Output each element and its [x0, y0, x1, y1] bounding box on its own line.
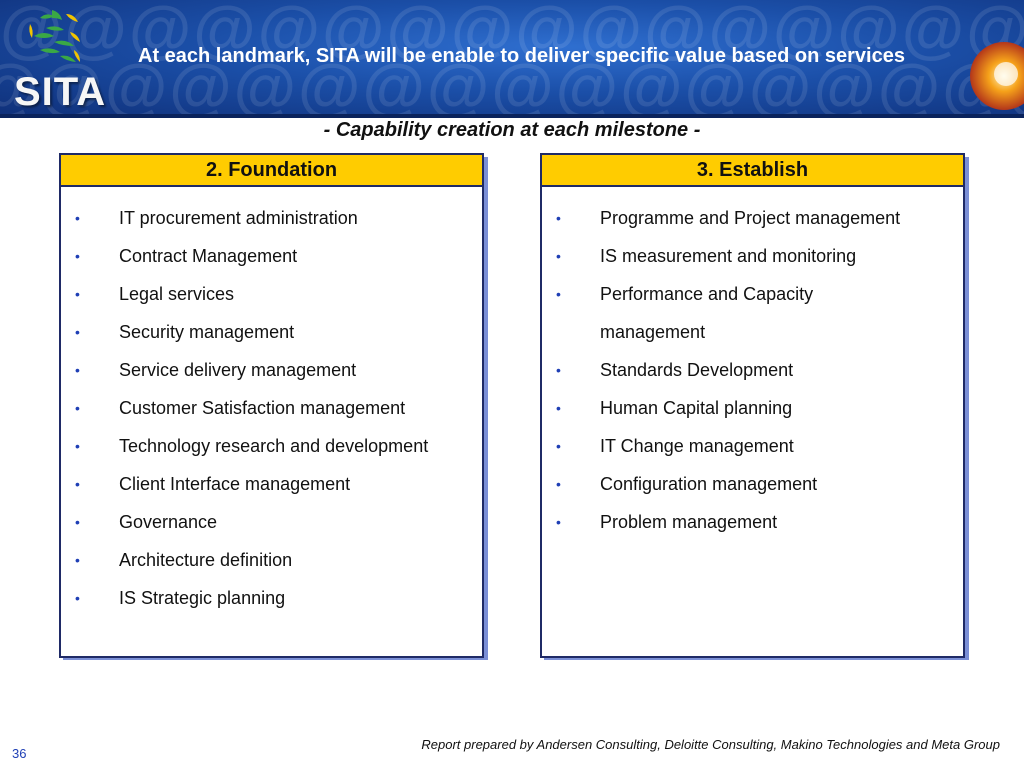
list-item: • IT Change management: [542, 427, 963, 465]
bullet-icon: •: [556, 476, 561, 492]
bullet-icon: •: [75, 590, 80, 606]
list-item-text: Architecture definition: [119, 550, 293, 570]
list-item: • Service delivery management: [61, 351, 482, 389]
list-item: • Configuration management: [542, 465, 963, 503]
list-item: • Problem management: [542, 503, 963, 541]
list-item-text: IT Change management: [600, 436, 794, 456]
sita-logo-icon: [29, 10, 80, 62]
list-item: • Governance: [61, 503, 482, 541]
logo-text: SITA: [14, 70, 107, 114]
bullet-icon: •: [75, 400, 80, 416]
list-item-text: Configuration management: [600, 474, 818, 494]
list-item-text: IS Strategic planning: [119, 588, 286, 608]
list-item-text: Contract Management: [119, 246, 298, 266]
list-item: • Technology research and development: [61, 427, 482, 465]
header-pattern: @@@@@@@@@@@@@@@@@@@@@ @@@@@@@@@@@@@@@@@@…: [0, 0, 1024, 118]
list-item: • Programme and Project management: [542, 199, 963, 237]
list-item-text: IT procurement administration: [119, 208, 358, 228]
header-divider: [0, 114, 1024, 118]
list-item: • Client Interface management: [61, 465, 482, 503]
list-item: • IS measurement and monitoring: [542, 237, 963, 275]
bullet-icon: •: [556, 286, 561, 302]
bullet-icon: •: [556, 514, 561, 530]
establish-list: • Programme and Project management • IS me…: [542, 199, 963, 541]
list-item-text: Governance: [119, 512, 218, 532]
list-item-text: Performance and Capacity management: [600, 284, 814, 342]
foundation-list: • IT procurement administration • Contract…: [61, 199, 482, 617]
list-item: • Contract Management: [61, 237, 482, 275]
header-banner: @@@@@@@@@@@@@@@@@@@@@ @@@@@@@@@@@@@@@@@@…: [0, 0, 1024, 118]
panel-title: 3. Establish: [542, 155, 963, 187]
bullet-icon: •: [556, 400, 561, 416]
list-item-text: Problem management: [600, 512, 778, 532]
bullet-icon: •: [75, 286, 80, 302]
list-item: • IT procurement administration: [61, 199, 482, 237]
page-title: At each landmark, SITA will be enable to…: [138, 45, 905, 67]
bullet-icon: •: [75, 248, 80, 264]
list-item-text: Security management: [119, 322, 295, 342]
list-item-text: Human Capital planning: [600, 398, 793, 418]
list-item: • Standards Development: [542, 351, 963, 389]
list-item: • Legal services: [61, 275, 482, 313]
bullet-icon: •: [75, 476, 80, 492]
list-item-text: Client Interface management: [119, 474, 351, 494]
bullet-icon: •: [75, 362, 80, 378]
decorative-swirl-icon: [970, 42, 1024, 110]
list-item: • Human Capital planning: [542, 389, 963, 427]
bullet-icon: •: [75, 438, 80, 454]
bullet-icon: •: [75, 514, 80, 530]
list-item: • Security management: [61, 313, 482, 351]
list-item-text: IS measurement and monitoring: [600, 246, 857, 266]
list-item-text: Programme and Project management: [600, 208, 901, 228]
bullet-icon: •: [556, 362, 561, 378]
foundation-panel: 2. Foundation • IT procurement administra…: [59, 153, 484, 658]
bullet-icon: •: [75, 324, 80, 340]
establish-panel: 3. Establish • Programme and Project mana…: [540, 153, 965, 658]
subtitle: - Capability creation at each milestone …: [323, 119, 701, 141]
bullet-icon: •: [556, 210, 561, 226]
list-item-text: Technology research and development: [119, 436, 429, 456]
list-item-text: Customer Satisfaction management: [119, 398, 406, 418]
list-item: • IS Strategic planning: [61, 579, 482, 617]
list-item: • Customer Satisfaction management: [61, 389, 482, 427]
bullet-icon: •: [75, 210, 80, 226]
list-item-text: Legal services: [119, 284, 235, 304]
panel-title: 2. Foundation: [61, 155, 482, 187]
list-item: • Performance and Capacity management: [542, 275, 963, 351]
footer-note: Report prepared by Andersen Consulting, …: [421, 737, 1000, 752]
bullet-icon: •: [75, 552, 80, 568]
bullet-icon: •: [556, 248, 561, 264]
list-item-text: Service delivery management: [119, 360, 357, 380]
bullet-icon: •: [556, 438, 561, 454]
page-number: 36: [12, 746, 27, 761]
list-item: • Architecture definition: [61, 541, 482, 579]
list-item-text: Standards Development: [600, 360, 794, 380]
